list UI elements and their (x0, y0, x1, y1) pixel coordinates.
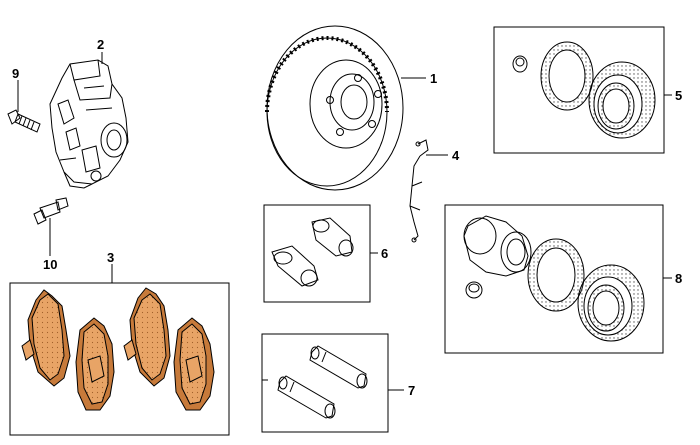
bleeder-screw (33, 197, 69, 256)
box-brake-pads (9, 282, 230, 436)
callout-5: 5 (675, 88, 682, 103)
box-seal-kit (493, 26, 665, 154)
brake-disc (265, 25, 404, 191)
leader-lines (17, 52, 672, 391)
wear-sensor-wire (409, 139, 429, 243)
callout-9: 9 (12, 66, 19, 81)
callout-3: 3 (107, 250, 114, 265)
callout-7: 7 (408, 383, 415, 398)
callout-4: 4 (452, 148, 460, 163)
callout-8: 8 (675, 271, 682, 286)
guide-pin-parts (277, 345, 368, 419)
box-guide-bushings (263, 204, 371, 303)
box-guide-pins (261, 333, 389, 433)
guide-bushing-parts (271, 217, 354, 287)
callout-2: 2 (97, 37, 104, 52)
caliper-bolt (7, 109, 41, 133)
brake-pad-set (21, 287, 215, 411)
callout-6: 6 (381, 246, 388, 261)
callout-1: 1 (430, 71, 437, 86)
brake-caliper (49, 59, 129, 189)
box-piston-kit (444, 204, 664, 354)
piston-kit-parts (463, 215, 645, 342)
callout-10: 10 (43, 257, 57, 272)
seal-kit-parts (512, 41, 656, 139)
